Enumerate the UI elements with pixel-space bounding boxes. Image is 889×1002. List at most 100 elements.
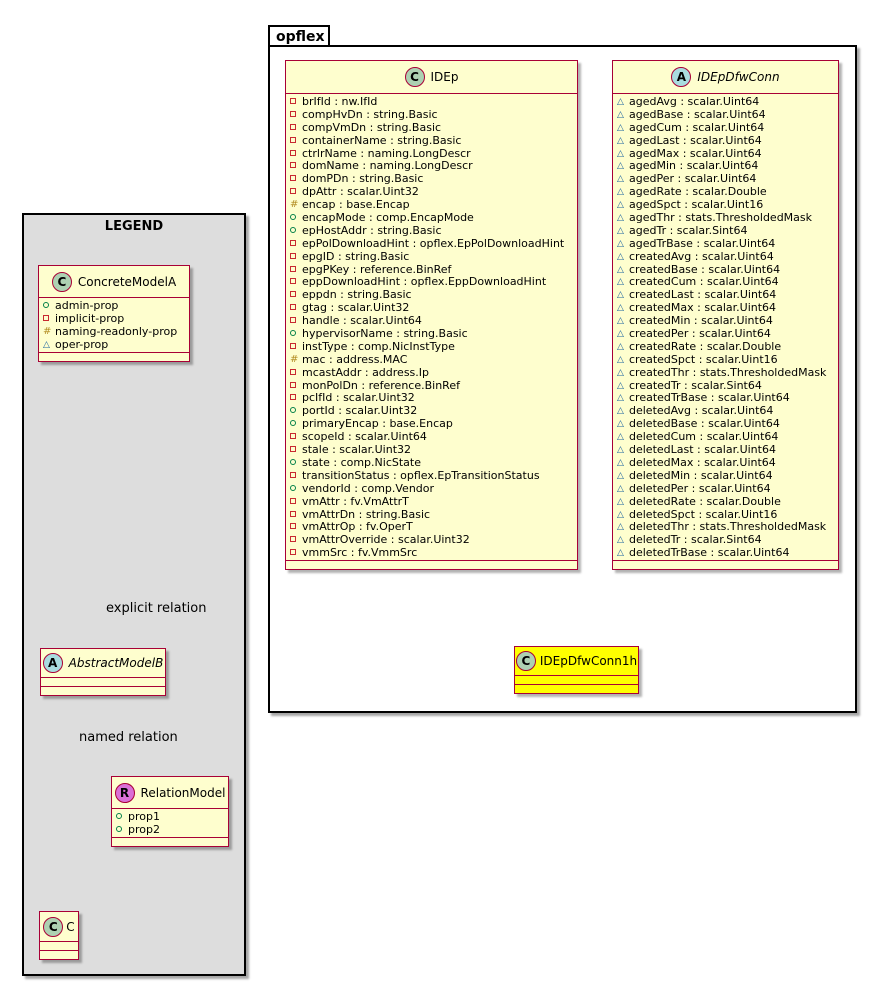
visibility-icon: [43, 300, 55, 313]
attribute-text: createdBase : scalar.Uint64: [629, 262, 781, 276]
attribute-text: deletedRate : scalar.Double: [629, 494, 781, 508]
visibility-icon: [617, 238, 629, 251]
visibility-icon: [617, 212, 629, 225]
attribute-row: ctrlrName : naming.LongDescr: [290, 147, 573, 161]
attribute-text: encapMode : comp.EncapMode: [302, 211, 474, 225]
attribute-row: handle : scalar.Uint64: [290, 314, 573, 328]
visibility-icon: [617, 367, 629, 380]
attribute-text: admin-prop: [55, 299, 119, 312]
visibility-icon: [617, 341, 629, 354]
visibility-icon: [43, 326, 55, 339]
attribute-row: createdTr : scalar.Sint64: [617, 378, 834, 393]
attribute-text: deletedTrBase : scalar.Uint64: [629, 546, 790, 560]
attribute-text: containerName : string.Basic: [302, 133, 462, 147]
attribute-text: createdTr : scalar.Sint64: [629, 378, 762, 392]
attribute-text: eppDownloadHint : opflex.EppDownloadHint: [302, 275, 547, 289]
attribute-row: encap : base.Encap: [290, 198, 573, 212]
visibility-icon: [617, 431, 629, 444]
attribute-text: encap : base.Encap: [302, 198, 410, 212]
visibility-icon: [617, 380, 629, 393]
attribute-row: mac : address.MAC: [290, 353, 573, 367]
attribute-text: eppdn : string.Basic: [302, 288, 412, 302]
attribute-text: createdRate : scalar.Double: [629, 339, 782, 353]
attribute-row: state : comp.NicState: [290, 456, 573, 470]
legend-title: LEGEND: [104, 219, 164, 234]
attribute-row: createdRate : scalar.Double: [617, 339, 834, 354]
attribute-text: instType : comp.NicInstType: [302, 339, 455, 353]
visibility-icon: [617, 496, 629, 509]
attribute-text: hypervisorName : string.Basic: [302, 327, 468, 341]
attribute-row: deletedRate : scalar.Double: [617, 494, 834, 509]
visibility-icon: [116, 811, 128, 824]
visibility-icon: [290, 444, 302, 457]
attribute-text: agedTr : scalar.Sint64: [629, 223, 748, 237]
attribute-row: deletedBase : scalar.Uint64: [617, 417, 834, 431]
attribute-row: naming-readonly-prop: [43, 325, 185, 339]
attribute-text: vmAttr : fv.VmAttrT: [302, 494, 409, 508]
visibility-icon: [290, 470, 302, 483]
attribute-row: dpAttr : scalar.Uint32: [290, 185, 573, 199]
visibility-icon: [290, 135, 302, 148]
attribute-row: mcastAddr : address.Ip: [290, 366, 573, 380]
attribute-row: createdSpct : scalar.Uint16: [617, 353, 834, 367]
attribute-text: implicit-prop: [55, 311, 125, 325]
attribute-text: epPolDownloadHint : opflex.EpPolDownload…: [302, 236, 565, 250]
visibility-icon: [290, 186, 302, 199]
visibility-icon: [116, 824, 128, 837]
attribute-row: deletedCum : scalar.Uint64: [617, 430, 834, 444]
visibility-icon: [290, 109, 302, 122]
class-idepdfwconn1h[interactable]: C IDEpDfwConn1h: [514, 646, 639, 694]
attribute-text: brIfId : nw.IfId: [302, 95, 378, 108]
visibility-icon: [290, 328, 302, 341]
visibility-icon: [290, 367, 302, 380]
attribute-row: epHostAddr : string.Basic: [290, 224, 573, 238]
attribute-text: stale : scalar.Uint32: [302, 443, 412, 457]
visibility-icon: [290, 380, 302, 393]
attribute-row: createdThr : stats.ThresholdedMask: [617, 366, 834, 380]
visibility-icon: [290, 238, 302, 251]
visibility-icon: [290, 315, 302, 328]
visibility-icon: [290, 457, 302, 470]
attribute-text: createdTrBase : scalar.Uint64: [629, 391, 790, 405]
method-compartment: [515, 685, 638, 693]
attribute-row: oper-prop: [43, 338, 185, 352]
visibility-icon: [617, 534, 629, 547]
visibility-icon: [290, 483, 302, 496]
class-c[interactable]: C C: [39, 911, 79, 960]
attribute-row: createdPer : scalar.Uint64: [617, 327, 834, 341]
attribute-row: monPolDn : reference.BinRef: [290, 379, 573, 393]
visibility-icon: [617, 328, 629, 341]
visibility-icon: [43, 339, 55, 352]
attribute-compartment: [40, 942, 78, 951]
attribute-text: pcIfId : scalar.Uint32: [302, 391, 415, 405]
attribute-text: epgID : string.Basic: [302, 249, 410, 263]
class-stereotype-icon: A: [671, 67, 692, 87]
attribute-text: vmAttrOverride : scalar.Uint32: [302, 533, 470, 547]
attribute-compartment: [515, 676, 638, 685]
class-name: AbstractModelB: [68, 656, 164, 670]
attribute-text: deletedLast : scalar.Uint64: [629, 443, 776, 457]
attribute-text: vmAttrDn : string.Basic: [302, 507, 431, 521]
attribute-compartment: [41, 678, 165, 687]
attribute-row: deletedTrBase : scalar.Uint64: [617, 546, 834, 560]
attribute-row: hypervisorName : string.Basic: [290, 327, 573, 341]
named-relation-label: named relation: [79, 730, 178, 745]
attribute-text: deletedTr : scalar.Sint64: [629, 533, 762, 547]
attribute-row: pcIfId : scalar.Uint32: [290, 392, 573, 405]
attribute-row: vmAttrDn : string.Basic: [290, 507, 573, 522]
attribute-text: vmAttrOp : fv.OperT: [302, 520, 413, 534]
visibility-icon: [617, 354, 629, 367]
attribute-text: createdMin : scalar.Uint64: [629, 314, 773, 328]
class-stereotype-icon: C: [43, 916, 64, 937]
attribute-text: domPDn : string.Basic: [302, 172, 424, 186]
class-idepdfwconn[interactable]: A IDEpDfwConn agedAvg : scalar.Uint64age…: [612, 60, 839, 571]
visibility-icon: [617, 148, 629, 161]
attribute-row: agedTrBase : scalar.Uint64: [617, 237, 834, 251]
visibility-icon: [617, 264, 629, 277]
attribute-text: prop1: [128, 810, 160, 823]
visibility-icon: [617, 547, 629, 560]
class-abstract-model-b[interactable]: A AbstractModelB: [40, 648, 166, 696]
